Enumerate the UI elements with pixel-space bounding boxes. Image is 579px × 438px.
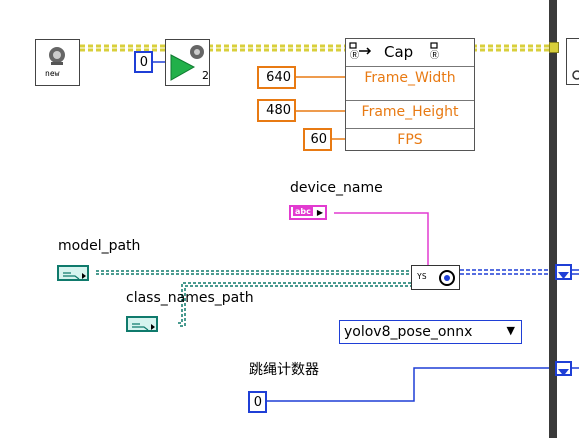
chevron-down-icon: ▼ bbox=[506, 324, 515, 337]
property-wires bbox=[296, 76, 346, 140]
counter-wire bbox=[267, 367, 556, 402]
camera-play-icon bbox=[170, 45, 204, 81]
path-wires bbox=[96, 270, 411, 327]
svg-text:Ⓡ: Ⓡ bbox=[350, 50, 359, 61]
path-icon bbox=[63, 272, 86, 280]
class-names-path-label: class_names_path bbox=[126, 290, 254, 306]
counter-indicator[interactable]: 0 bbox=[248, 391, 267, 413]
device-name-control[interactable]: abc ▶ bbox=[289, 205, 327, 220]
tunnel-arrow-icon bbox=[558, 369, 569, 376]
detector-text: YS bbox=[417, 272, 427, 281]
camera-index-constant[interactable]: 0 bbox=[134, 51, 153, 73]
device-name-wire bbox=[334, 212, 429, 268]
class-names-path-control[interactable] bbox=[126, 316, 158, 332]
model-path-label: model_path bbox=[58, 238, 141, 254]
model-select[interactable]: yolov8_pose_onnx ▼ bbox=[339, 320, 522, 344]
property-node-icon: Ⓡ bbox=[349, 42, 372, 61]
string-glyph: abc bbox=[293, 207, 313, 216]
detector-output-wire bbox=[460, 269, 579, 275]
refnum-tunnel[interactable] bbox=[549, 42, 559, 53]
model-path-control[interactable] bbox=[57, 265, 89, 281]
new-camera-block[interactable]: new bbox=[35, 39, 80, 86]
detector-tunnel[interactable] bbox=[555, 264, 572, 280]
yolo-detector-node[interactable]: YS bbox=[411, 265, 460, 290]
loop-inner-node[interactable] bbox=[566, 38, 579, 85]
start-capture-block[interactable]: 2 bbox=[165, 39, 210, 86]
property-frame-height[interactable]: Frame_Height bbox=[346, 100, 474, 122]
cap-title: Cap bbox=[384, 43, 414, 61]
frame-height-constant[interactable]: 480 bbox=[257, 99, 296, 122]
detector-output-icon bbox=[439, 270, 455, 286]
tunnel-arrow-icon bbox=[558, 272, 569, 279]
clipped-icon bbox=[572, 70, 579, 80]
cap-node-header: Ⓡ Cap Ⓡ bbox=[346, 39, 474, 65]
path-icon bbox=[132, 323, 155, 331]
control-terminal-arrow: ▶ bbox=[316, 208, 323, 217]
cap-property-node[interactable]: Ⓡ Cap Ⓡ Frame_Width Frame_Height FPS bbox=[345, 38, 475, 151]
camera-refnum-wire bbox=[80, 44, 555, 52]
property-node-icon-right: Ⓡ bbox=[430, 42, 439, 61]
loop-border bbox=[549, 0, 557, 438]
property-frame-width[interactable]: Frame_Width bbox=[346, 66, 474, 88]
device-name-label: device_name bbox=[290, 180, 383, 196]
fps-constant[interactable]: 60 bbox=[303, 128, 332, 151]
property-fps[interactable]: FPS bbox=[346, 128, 474, 150]
svg-text:Ⓡ: Ⓡ bbox=[430, 50, 439, 61]
frame-width-constant[interactable]: 640 bbox=[257, 66, 296, 89]
counter-label: 跳绳计数器 bbox=[249, 362, 319, 378]
camera-icon bbox=[49, 47, 65, 65]
new-label: new bbox=[45, 69, 60, 78]
counter-tunnel[interactable] bbox=[555, 361, 572, 376]
start-count: 2 bbox=[202, 69, 209, 82]
